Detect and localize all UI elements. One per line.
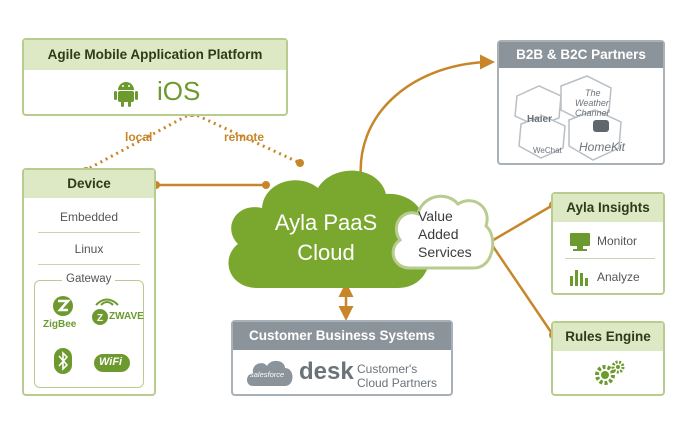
divider <box>38 232 140 233</box>
rules-box: Rules Engine <box>551 321 665 396</box>
vas-cloud-shape <box>391 194 495 270</box>
divider <box>565 258 655 259</box>
partner-logo-homekit: HomeKit <box>579 140 626 154</box>
platform-title: Agile Mobile Application Platform <box>24 40 286 70</box>
partner-logo-weather-3: Channel <box>575 108 609 118</box>
customer-salesforce: salesforce <box>250 370 285 379</box>
cloud-title-line1: Ayla PaaS <box>274 210 378 235</box>
zigbee-icon <box>53 296 73 316</box>
customer-box: Customer Business Systems salesforce des… <box>231 320 453 396</box>
svg-text:Z: Z <box>97 313 103 324</box>
insights-box: Ayla Insights Monitor Analyze <box>551 192 665 295</box>
analyze-icon <box>570 270 588 286</box>
customer-cloud-line1: Customer's <box>357 362 418 376</box>
bluetooth-icon <box>54 348 72 374</box>
device-item-linux: Linux <box>74 242 104 256</box>
local-link-line <box>85 111 193 172</box>
ios-label: iOS <box>157 76 201 106</box>
partner-logo-wechat: WeChat <box>533 146 562 155</box>
rules-title: Rules Engine <box>553 323 663 351</box>
partner-logos-hexagons <box>514 75 622 161</box>
partners-link-arc <box>352 54 495 191</box>
customer-cloud-line2: Cloud Partners <box>357 376 438 390</box>
partners-title: B2B & B2C Partners <box>499 42 663 68</box>
local-label: local <box>125 130 153 144</box>
insights-link-line <box>489 203 554 244</box>
partners-box: B2B & B2C Partners Haier The Weather Cha… <box>497 40 665 165</box>
signal-waves-icon <box>95 298 119 306</box>
vas-line3: Services <box>418 244 472 260</box>
insights-analyze-label: Analyze <box>597 270 640 284</box>
device-item-embedded: Embedded <box>59 210 119 224</box>
gateway-box <box>34 280 144 388</box>
zwave-icon: Z <box>92 309 108 325</box>
remote-label: remote <box>224 130 265 144</box>
partner-logo-weather-1: The <box>585 88 601 98</box>
gears-icon <box>595 360 625 385</box>
partner-logo-weather-2: Weather <box>575 98 609 108</box>
insights-monitor-label: Monitor <box>597 234 638 248</box>
device-title: Device <box>24 170 154 198</box>
rules-link-line <box>488 241 555 336</box>
platform-box: Agile Mobile Application Platform iOS <box>22 38 288 116</box>
android-icon <box>114 82 138 107</box>
vas-line2: Added <box>418 226 459 242</box>
customer-title: Customer Business Systems <box>233 322 451 350</box>
zigbee-label: ZigBee <box>43 319 77 330</box>
customer-desk: desk <box>299 358 354 385</box>
insights-title: Ayla Insights <box>553 194 663 222</box>
gateway-title: Gateway <box>62 273 116 285</box>
zwave-label: ZWAVE <box>109 311 144 322</box>
cloud-title-line2: Cloud <box>297 240 355 265</box>
divider <box>38 264 140 265</box>
wifi-badge <box>94 354 130 372</box>
vas-line1: Value <box>418 208 453 224</box>
device-box: Device Embedded Linux Gateway ZigBee Z Z… <box>22 168 156 396</box>
partner-logo-haier: Haier <box>527 114 553 125</box>
cloud-shape <box>228 170 430 288</box>
remote-link-line <box>191 111 301 165</box>
wifi-label: WiFi <box>99 356 123 368</box>
salesforce-cloud-icon <box>247 360 293 386</box>
monitor-icon <box>570 233 590 251</box>
